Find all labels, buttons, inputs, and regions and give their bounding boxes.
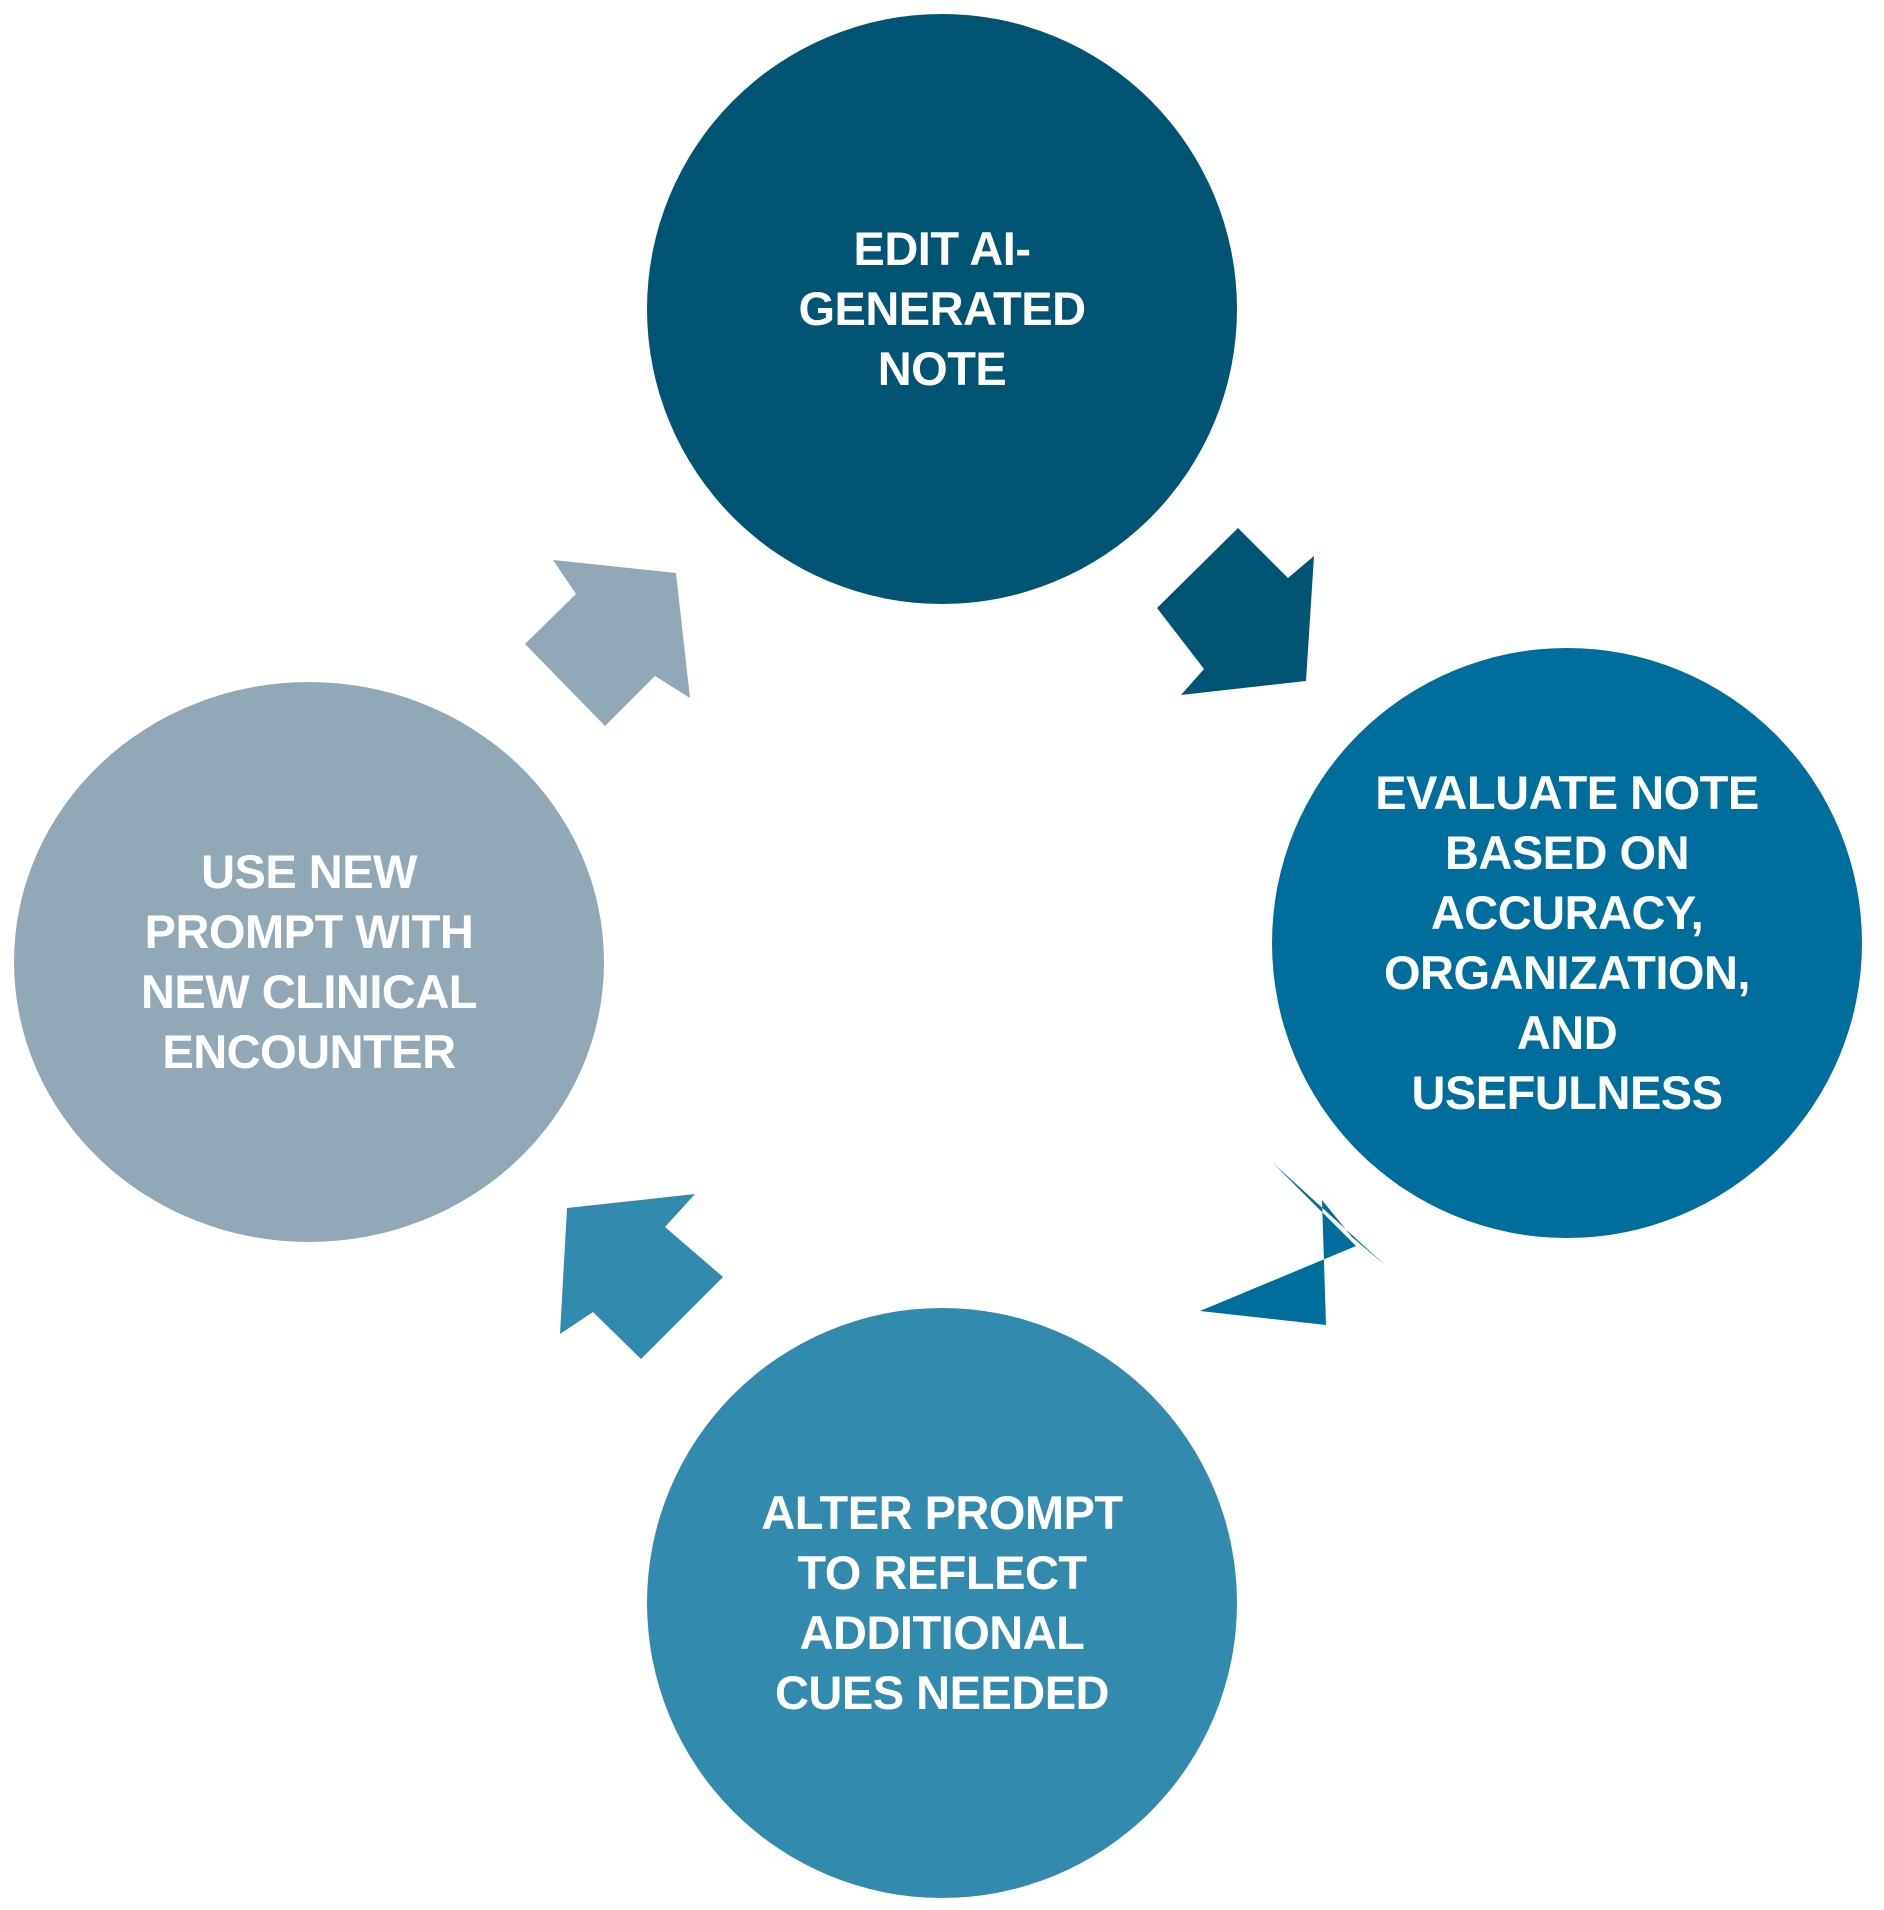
step-label-line: CUES NEEDED [774, 1666, 1110, 1719]
step-label-line: BASED ON [1444, 826, 1690, 879]
arrow-up-right-icon [525, 560, 690, 726]
step-label-line: TO REFLECT [797, 1546, 1087, 1599]
step-label-line: ACCURACY, [1430, 886, 1704, 939]
step-alter-prompt-circle: ALTER PROMPT TO REFLECT ADDITIONAL CUES … [647, 1308, 1237, 1898]
arrow-down-right-icon [1157, 528, 1314, 695]
step-evaluate-note-circle: EVALUATE NOTE BASED ON ACCURACY, ORGANIZ… [1272, 648, 1862, 1238]
step-label-line: EVALUATE NOTE [1375, 766, 1759, 819]
step-label-line: USEFULNESS [1411, 1066, 1724, 1119]
step-use-new-prompt-circle: USE NEW PROMPT WITH NEW CLINICAL ENCOUNT… [14, 682, 604, 1242]
step-label-line: EDIT AI- [853, 222, 1031, 275]
step-evaluate-note-label: EVALUATE NOTE BASED ON ACCURACY, ORGANIZ… [1375, 763, 1759, 1123]
step-use-new-prompt-label: USE NEW PROMPT WITH NEW CLINICAL ENCOUNT… [140, 842, 478, 1082]
step-edit-note-circle: EDIT AI- GENERATED NOTE [647, 14, 1237, 604]
step-label-line: ADDITIONAL [799, 1606, 1085, 1659]
step-label-line: AND [1516, 1006, 1618, 1059]
step-label-line: GENERATED [798, 282, 1086, 335]
step-label-line: USE NEW [201, 845, 417, 898]
step-label-line: NEW CLINICAL [140, 965, 478, 1018]
step-edit-note-label: EDIT AI- GENERATED NOTE [798, 219, 1086, 399]
step-label-line: NOTE [877, 342, 1007, 395]
step-label-line: PROMPT WITH [144, 905, 474, 958]
step-alter-prompt-label: ALTER PROMPT TO REFLECT ADDITIONAL CUES … [761, 1483, 1123, 1723]
step-label-line: ORGANIZATION, [1384, 946, 1751, 999]
step-label-line: ENCOUNTER [162, 1025, 456, 1078]
arrow-down-left-icon [1200, 1163, 1385, 1325]
step-label-line: ALTER PROMPT [761, 1486, 1123, 1539]
arrow-up-left-icon [560, 1194, 723, 1359]
